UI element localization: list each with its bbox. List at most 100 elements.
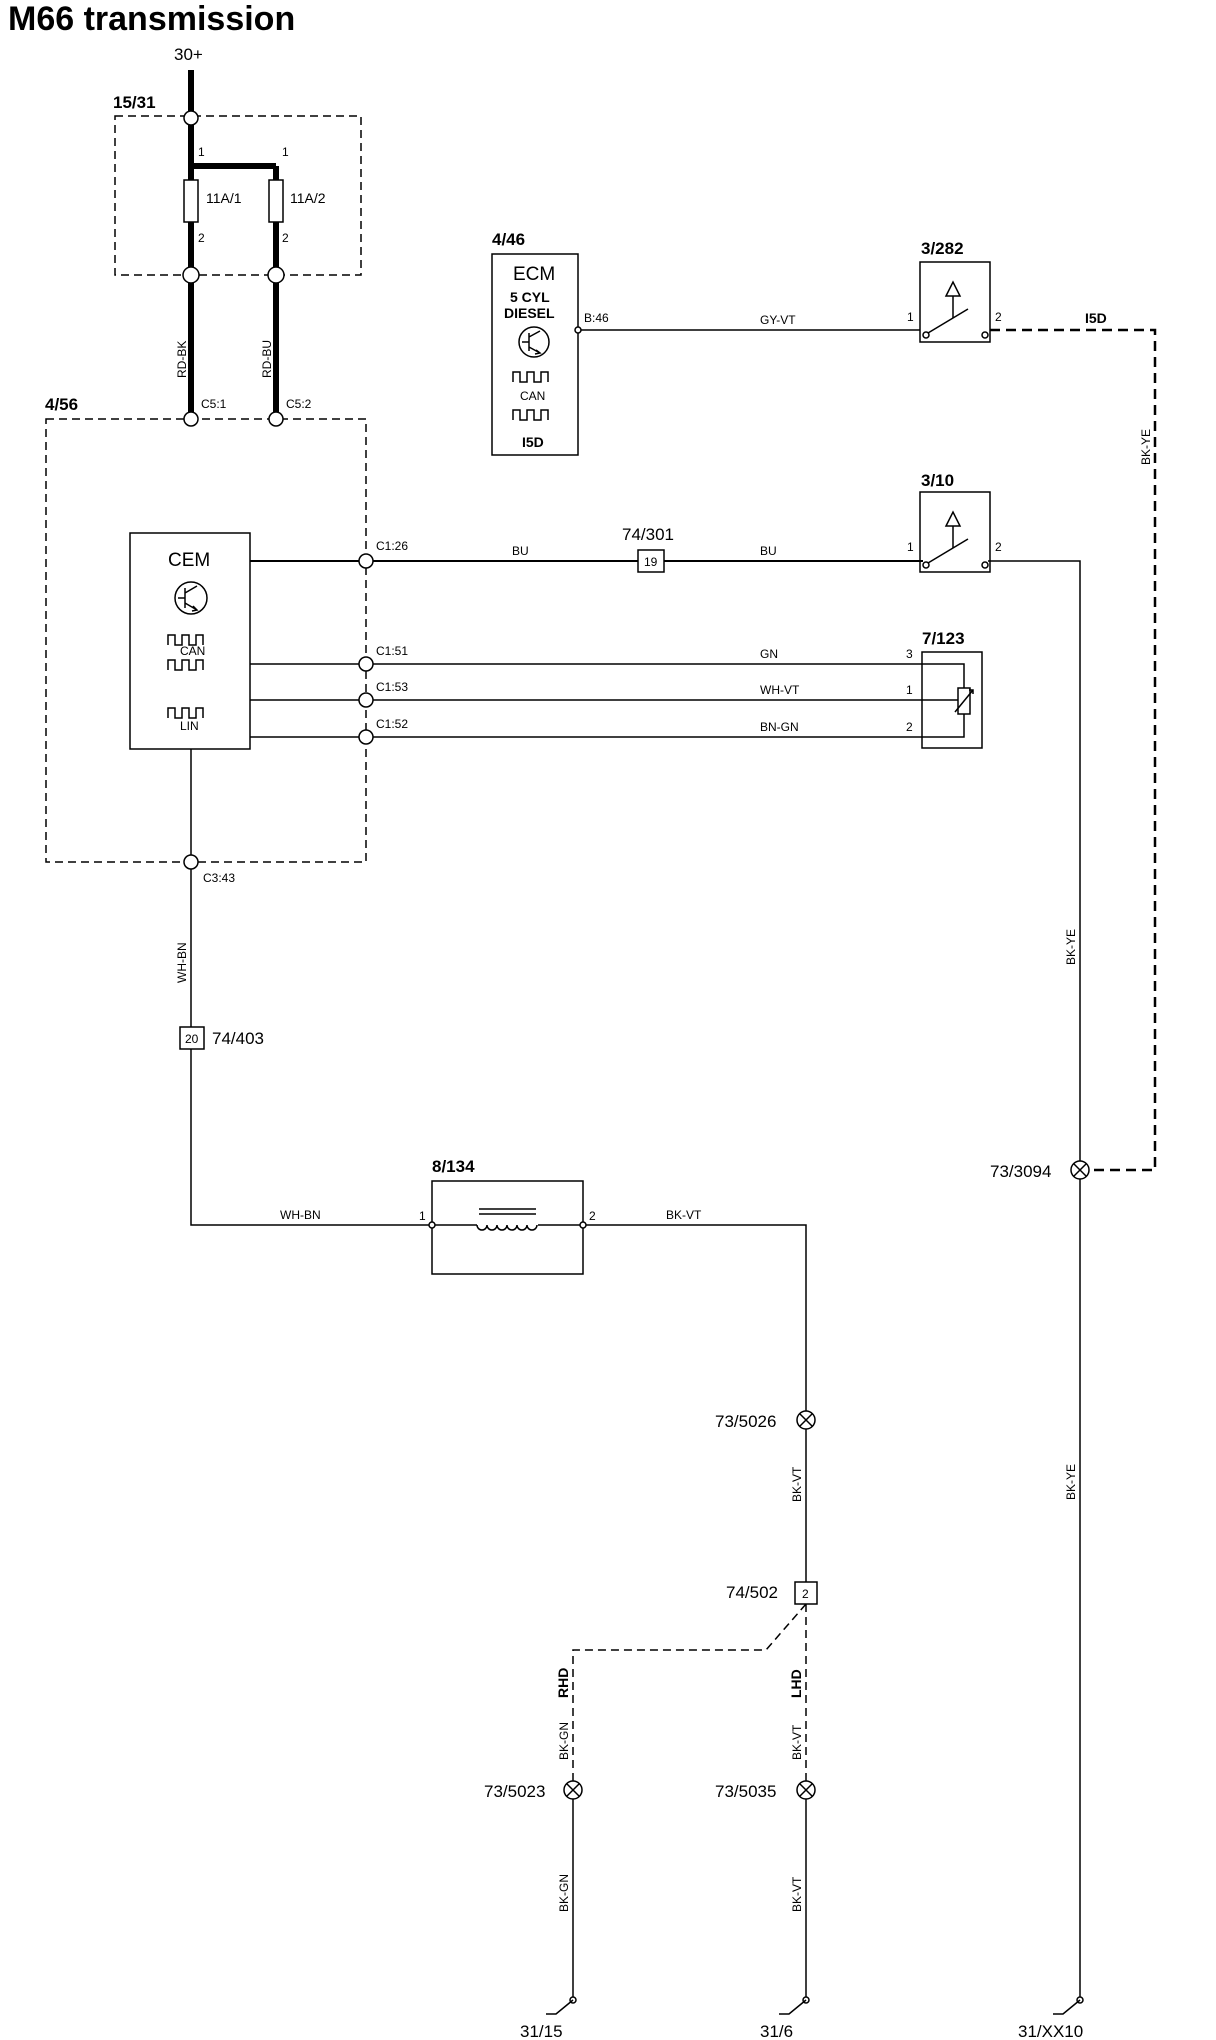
svg-text:BU: BU [512,544,529,558]
cem-id: 4/56 [45,395,78,414]
svg-text:WH-VT: WH-VT [760,683,800,697]
svg-text:C1:51: C1:51 [376,644,408,658]
fuse-11a2-label: 11A/2 [290,190,326,206]
svg-text:BK-GN: BK-GN [557,1874,571,1912]
cem-pin-c343 [183,854,199,870]
svg-text:GY-VT: GY-VT [760,313,796,327]
switch-282-id: 3/282 [921,239,964,258]
svg-text:74/301: 74/301 [622,525,674,544]
fusebox-out-pin-2 [267,266,285,284]
fuse-11a1-label: 11A/1 [206,190,242,206]
cem-pin-c152 [358,729,374,745]
lin-signal-icon [167,707,204,719]
ecm-name: ECM [513,264,555,285]
svg-text:3: 3 [906,647,913,661]
svg-text:CAN: CAN [520,389,545,403]
connector-74-403 [179,1026,205,1050]
svg-text:C1:26: C1:26 [376,539,408,553]
fusebox-id: 15/31 [113,93,156,112]
svg-text:2: 2 [282,231,289,245]
transistor-icon [174,581,208,615]
ecm-unit [491,253,579,456]
svg-text:LHD: LHD [788,1669,804,1698]
wire-wh-bn-2 [190,1049,432,1226]
coil-icon [476,1224,538,1231]
svg-text:BK-VT: BK-VT [790,1724,804,1760]
svg-text:C5:1: C5:1 [201,397,227,411]
svg-text:1: 1 [907,310,914,324]
svg-text:1: 1 [282,145,289,159]
svg-text:C1:53: C1:53 [376,680,408,694]
svg-text:DIESEL: DIESEL [504,305,555,321]
switch-10 [919,491,991,573]
ecm-transistor-icon [518,326,550,358]
svg-text:2: 2 [995,540,1002,554]
wire-bk-gn-rhd [572,1603,807,1780]
fusebox-out-pin-1 [182,266,200,284]
switch-10-contact [927,538,969,564]
svg-text:73/5035: 73/5035 [715,1782,776,1801]
svg-text:C1:52: C1:52 [376,717,408,731]
svg-text:RD-BU: RD-BU [260,340,274,378]
ground-icon [779,1999,807,2015]
svg-text:31/XX10: 31/XX10 [1018,2022,1083,2040]
svg-text:WH-BN: WH-BN [280,1208,321,1222]
svg-text:GN: GN [760,647,778,661]
svg-text:2: 2 [995,310,1002,324]
svg-text:73/5023: 73/5023 [484,1782,545,1801]
cem-pin-c153 [358,692,374,708]
can-signal-icon [167,634,204,646]
fusebox-supply-pin [183,110,199,126]
svg-text:RD-BK: RD-BK [175,341,189,378]
svg-text:WH-BN: WH-BN [175,942,189,983]
svg-text:74/403: 74/403 [212,1029,264,1048]
supply-label: 30+ [174,45,203,64]
cem-pin-c126 [358,553,374,569]
ground-icon [546,1999,574,2015]
svg-text:BK-YE: BK-YE [1064,929,1078,965]
cem-name: CEM [168,550,210,571]
svg-text:1: 1 [907,540,914,554]
cem-pin-c151 [358,656,374,672]
svg-text:C3:43: C3:43 [203,871,235,885]
warning-triangle-icon [944,280,962,297]
svg-text:2: 2 [589,1209,596,1223]
svg-text:20: 20 [185,1032,199,1046]
switch-10-id: 3/10 [921,471,954,490]
cem-unit [129,532,251,750]
svg-text:2: 2 [906,720,913,734]
svg-text:C5:2: C5:2 [286,397,312,411]
wire-bk-vt-1 [586,1224,807,1590]
svg-text:BN-GN: BN-GN [760,720,799,734]
svg-text:BK-VT: BK-VT [790,1876,804,1912]
cem-pin-c51 [183,411,199,427]
svg-text:I5D: I5D [522,434,544,450]
svg-text:BK-YE: BK-YE [1139,429,1153,465]
svg-text:1: 1 [198,145,205,159]
svg-text:CAN: CAN [180,644,205,658]
svg-text:LIN: LIN [180,719,199,733]
switch-282-contact [927,308,969,334]
svg-text:1: 1 [419,1209,426,1223]
svg-text:BK-YE: BK-YE [1064,1464,1078,1500]
ecm-id: 4/46 [492,230,525,249]
ecm-can-icon [512,371,549,383]
svg-text:BK-GN: BK-GN [557,1722,571,1760]
svg-text:2: 2 [198,231,205,245]
svg-text:1: 1 [906,683,913,697]
svg-text:BK-VT: BK-VT [666,1208,702,1222]
svg-text:31/15: 31/15 [520,2022,563,2040]
fuse-11a1 [183,179,199,223]
cem-outline [45,418,367,863]
svg-text:I5D: I5D [1085,310,1107,326]
ecm-pin-b46 [574,326,582,334]
fuse-11a2 [268,179,284,223]
svg-text:73/5026: 73/5026 [715,1412,776,1431]
svg-text:5 CYL: 5 CYL [510,289,550,305]
svg-text:2: 2 [802,1587,809,1601]
sensor-7123-id: 7/123 [922,629,965,648]
switch-282 [919,261,991,343]
svg-text:73/3094: 73/3094 [990,1162,1051,1181]
wire-bk-ye-i5d [990,328,1157,1172]
